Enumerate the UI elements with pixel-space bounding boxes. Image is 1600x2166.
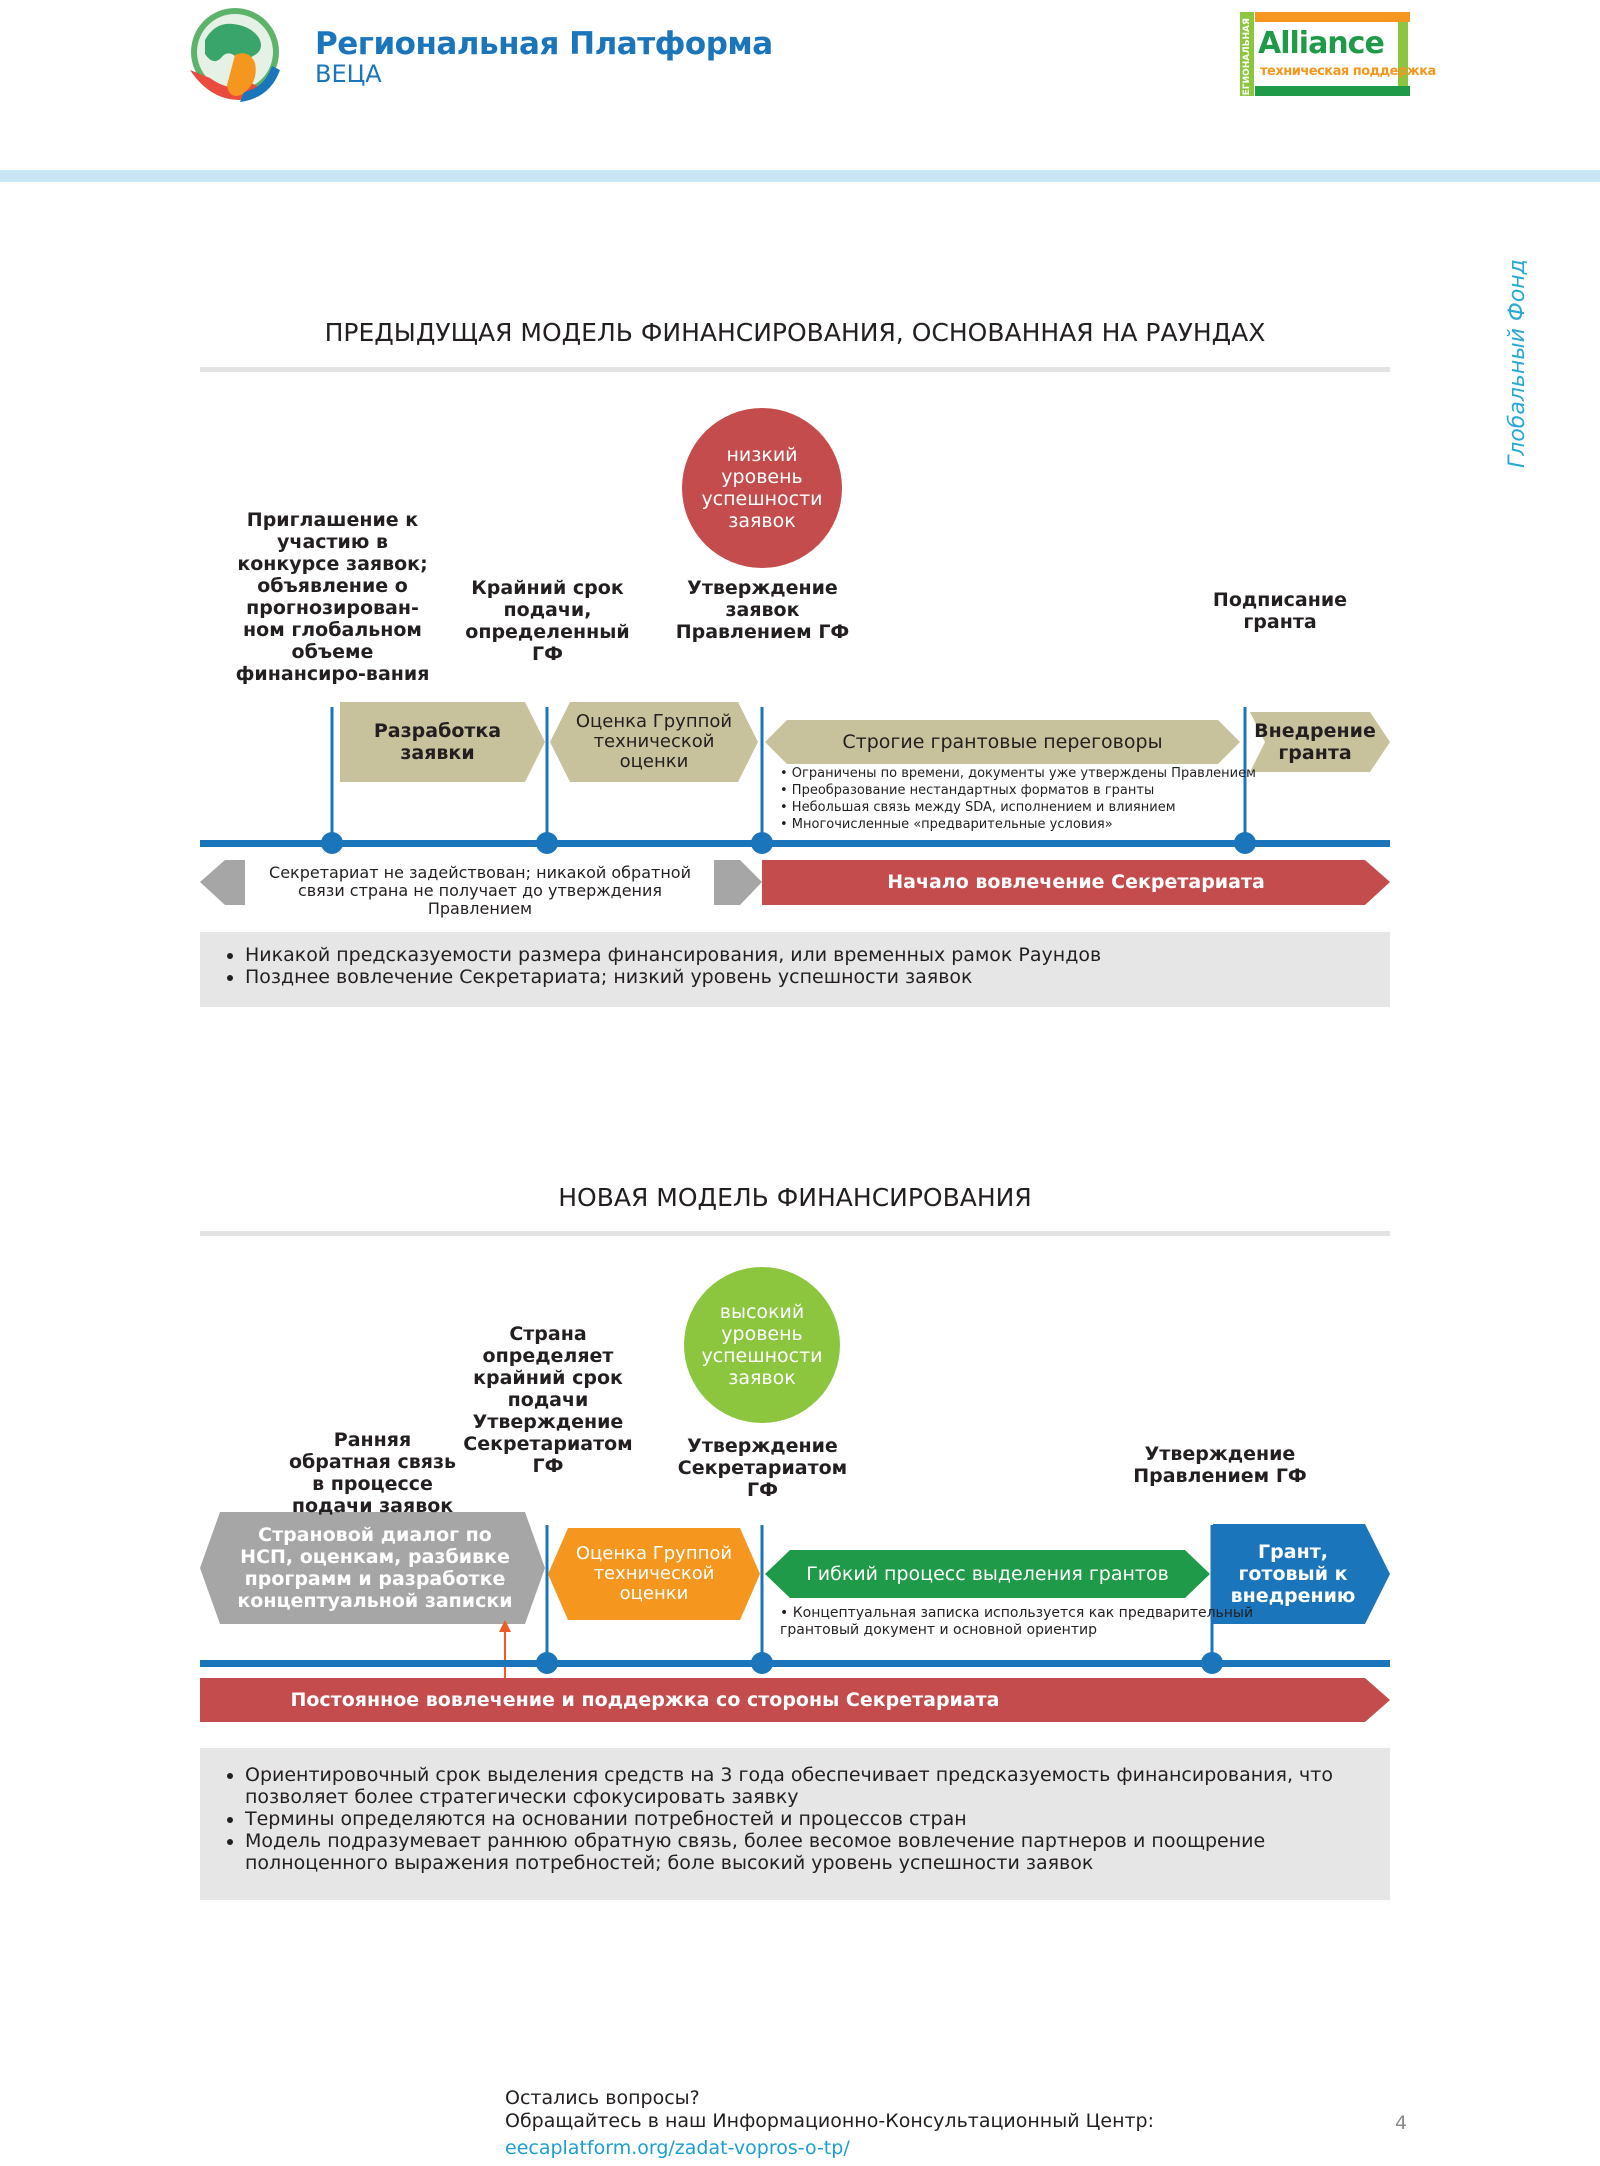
prev-stage-negotiations-text: Строгие грантовые переговоры <box>842 731 1163 753</box>
previous-model-title: ПРЕДЫДУЩАЯ МОДЕЛЬ ФИНАНСИРОВАНИЯ, ОСНОВА… <box>324 318 1266 347</box>
new-model-title: НОВАЯ МОДЕЛЬ ФИНАНСИРОВАНИЯ <box>558 1183 1032 1212</box>
low-success-circle <box>682 408 842 568</box>
new-milestone-country-deadline: Страна определяет крайний срок подачи Ут… <box>463 1323 633 1477</box>
alliance-vertical-label: РЕГИОНАЛЬНАЯ <box>1242 18 1252 102</box>
timeline-previous <box>200 840 1390 847</box>
new-notes-box: Ориентировочный срок выделения средств н… <box>200 1748 1390 1900</box>
new-milestone-early-feedback: Ранняя обратная связь в процессе подачи … <box>288 1429 457 1517</box>
timeline-new <box>200 1660 1390 1667</box>
high-success-circle <box>684 1267 840 1423</box>
side-label: Глобальный Фонд <box>1505 259 1530 468</box>
secretariat-continuous-bar <box>200 1678 1390 1722</box>
new-stage-dialogue-text: Страновой диалог по НСП, оценкам, разбив… <box>237 1524 513 1612</box>
new-stage-grant-ready-text: Грант, готовый к внедрению <box>1230 1541 1356 1607</box>
stage-country-dialogue <box>200 1512 545 1624</box>
high-success-text: высокий уровень успешности заявок <box>701 1301 823 1389</box>
new-flexible-details: • Концептуальная записка используется ка… <box>780 1605 1253 1639</box>
platform-title: Региональная Платформа <box>315 26 773 62</box>
previous-title-rule <box>200 367 1390 372</box>
platform-logo <box>190 8 280 102</box>
prev-milestone-grant-signing: Подписание гранта <box>1212 589 1348 633</box>
stage-grant-implementation <box>1250 712 1390 772</box>
alliance-logo <box>1240 12 1410 96</box>
stage-trp-review <box>550 702 758 782</box>
stage-strict-negotiations <box>765 720 1240 764</box>
stage-flexible-grant-making <box>765 1550 1210 1598</box>
new-milestone-board-approval: Утверждение Правлением ГФ <box>1133 1443 1307 1487</box>
low-success-text: низкий уровень успешности заявок <box>701 444 823 532</box>
prev-milestone-board-approval: Утверждение заявок Правлением ГФ <box>675 577 850 643</box>
footer-contact: Обращайтесь в наш Информационно-Консульт… <box>505 2110 1155 2132</box>
prev-milestone-deadline: Крайний срок подачи, определенный ГФ <box>465 577 630 665</box>
prev-negotiation-details: • Ограничены по времени, документы уже у… <box>780 765 1256 833</box>
prev-stage-implementation-text: Внедрение гранта <box>1254 720 1376 764</box>
new-secretariat-text: Постоянное вовлечение и поддержка со сто… <box>290 1689 1000 1711</box>
prev-detail-4: • Многочисленные «предварительные услови… <box>780 817 1113 832</box>
new-title-rule <box>200 1231 1390 1236</box>
prev-secretariat-off-text: Секретариат не задействован; никакой обр… <box>269 863 691 918</box>
new-detail-2: грантовый документ и основной ориентир <box>780 1622 1097 1638</box>
prev-stage-trp-text: Оценка Группой технической оценки <box>575 711 733 772</box>
page-number: 4 <box>1395 2112 1408 2134</box>
alliance-main-text: Alliance <box>1258 26 1385 61</box>
new-note-1: Ориентировочный срок выделения средств н… <box>245 1764 1350 1808</box>
prev-stage-develop-text: Разработка заявки <box>373 720 502 764</box>
prev-milestone-invitation: Приглашение к участию в конкурсе заявок;… <box>235 509 430 685</box>
footer-link[interactable]: eecaplatform.org/zadat-vopros-o-tp/ <box>505 2137 850 2159</box>
new-stage-flexible-text: Гибкий процесс выделения грантов <box>806 1563 1169 1585</box>
secretariat-start-bar <box>762 860 1390 905</box>
footer-question: Остались вопросы? <box>505 2087 700 2109</box>
stage-grant-ready <box>1213 1524 1390 1624</box>
prev-detail-1: • Ограничены по времени, документы уже у… <box>780 766 1256 781</box>
stage-develop-application <box>340 702 545 782</box>
platform-subtitle: ВЕЦА <box>315 60 382 88</box>
new-note-2: Термины определяются на основании потреб… <box>245 1808 1350 1830</box>
prev-note-1: Никакой предсказуемости размера финансир… <box>245 944 1390 966</box>
new-note-3: Модель подразумевает раннюю обратную свя… <box>245 1830 1350 1874</box>
prev-note-2: Позднее вовлечение Секретариата; низкий … <box>245 966 1390 988</box>
new-detail-1: • Концептуальная записка используется ка… <box>780 1605 1254 1621</box>
stage-trp-review-new <box>548 1528 760 1620</box>
prev-secretariat-on-text: Начало вовлечение Секретариата <box>887 871 1265 893</box>
header-band <box>0 170 1600 182</box>
prev-detail-2: • Преобразование нестандартных форматов … <box>780 783 1155 798</box>
new-stage-trp-text: Оценка Группой технической оценки <box>575 1543 733 1604</box>
alliance-sub-text: техническая поддержка <box>1260 64 1436 79</box>
prev-detail-3: • Небольшая связь между SDA, исполнением… <box>780 800 1176 815</box>
new-milestone-secretariat-approval: Утверждение Секретариатом ГФ <box>677 1435 848 1501</box>
prev-notes-box: Никакой предсказуемости размера финансир… <box>200 932 1390 1007</box>
